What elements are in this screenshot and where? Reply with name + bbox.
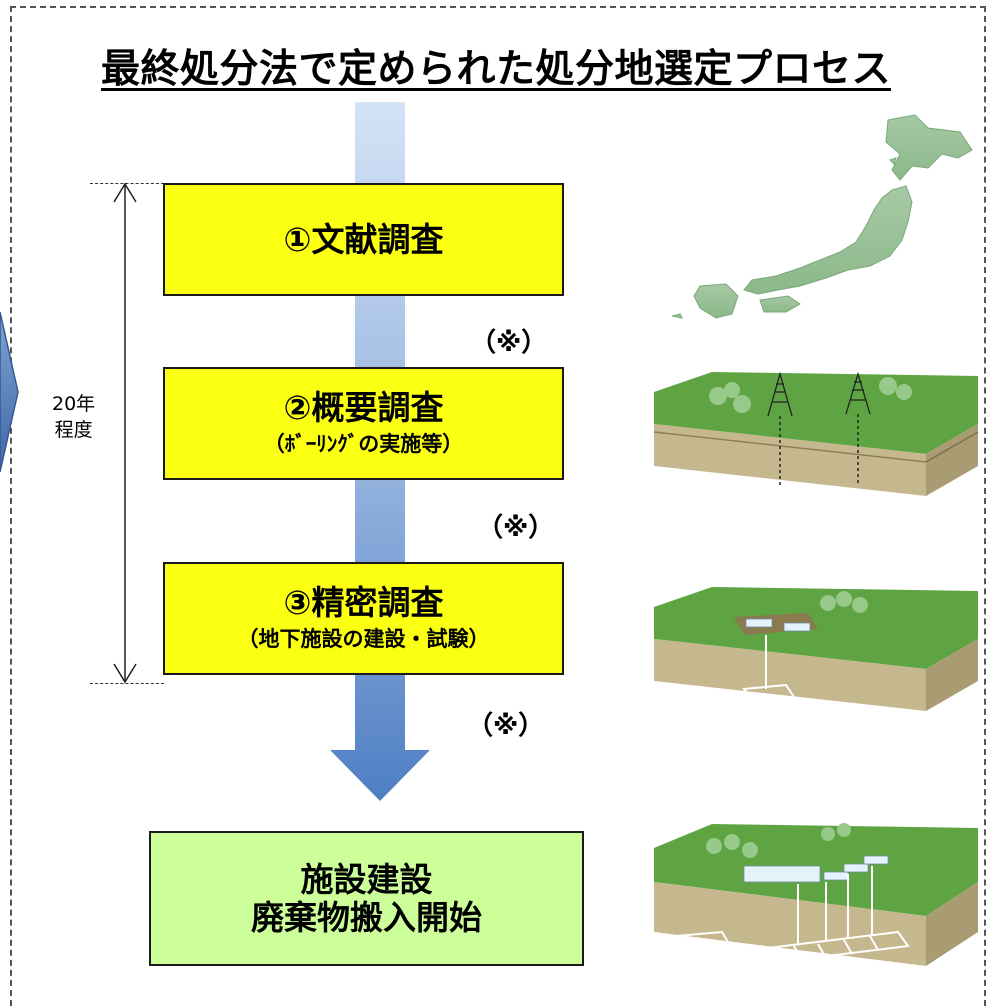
dashed-frame <box>10 6 986 1006</box>
step-preliminary-survey: ②概要調査 （ﾎﾞｰﾘﾝｸﾞの実施等） <box>163 367 564 480</box>
page-title: 最終処分法で定められた処分地選定プロセス <box>100 47 891 92</box>
final-step-box: 施設建設 廃棄物搬入開始 <box>149 831 584 966</box>
step-detailed-survey: ③精密調査 （地下施設の建設・試験） <box>163 562 564 675</box>
duration-bottom-line <box>90 683 164 684</box>
final-line-1: 施設建設 <box>300 859 433 899</box>
step-title: ③精密調査 <box>283 582 444 622</box>
step-subtitle: （ﾎﾞｰﾘﾝｸﾞの実施等） <box>263 432 464 457</box>
japan-map-icon <box>671 114 973 319</box>
duration-approx: 程度 <box>54 418 93 441</box>
step-literature-survey: ①文献調査 <box>163 183 564 296</box>
ground-drilling-rigs-icon <box>653 371 979 496</box>
left-arrow-tip-icon <box>0 312 19 472</box>
step-subtitle: （地下施設の建設・試験） <box>237 627 490 652</box>
ground-disposal-facility-icon <box>654 823 978 966</box>
duration-top-line <box>90 183 164 184</box>
final-line-2: 廃棄物搬入開始 <box>251 897 482 937</box>
duration-label: 20年 程度 <box>52 392 95 443</box>
note-mark: （※） <box>467 711 545 741</box>
note-mark: （※） <box>477 513 555 543</box>
duration-arrow-icon <box>113 182 137 684</box>
ground-surface-facilities-icon <box>654 587 978 711</box>
step-title: ②概要調査 <box>283 387 444 427</box>
duration-years: 20年 <box>52 393 96 415</box>
step-title: ①文献調査 <box>283 219 444 259</box>
note-mark: （※） <box>470 328 548 358</box>
